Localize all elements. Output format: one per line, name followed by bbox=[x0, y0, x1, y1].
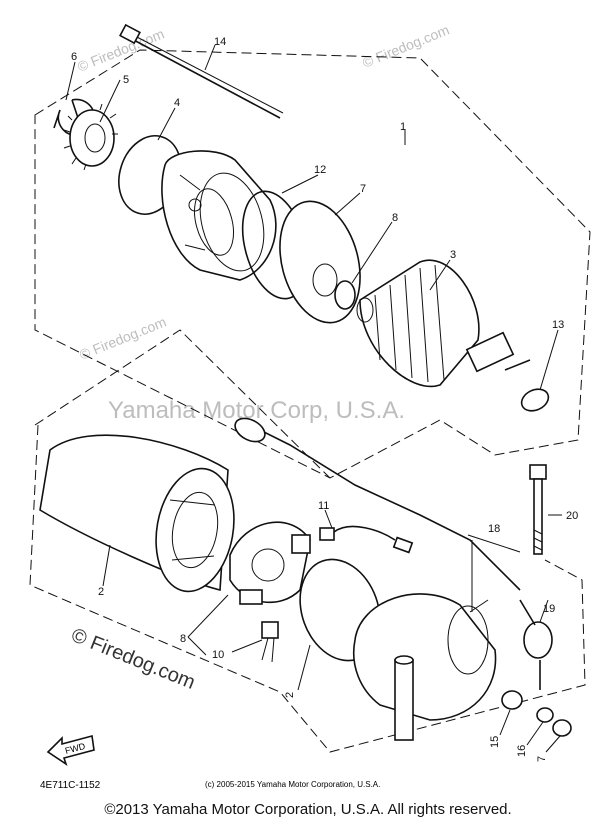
footer-copyright: ©2013 Yamaha Motor Corporation, U.S.A. A… bbox=[104, 801, 512, 818]
callout-11: 11 bbox=[318, 500, 329, 512]
callout-18: 18 bbox=[488, 523, 500, 535]
upper-assembly-outline bbox=[34, 49, 591, 479]
callout-12: 12 bbox=[314, 164, 326, 176]
callout-7b: 7 bbox=[536, 756, 548, 762]
watermark-yamaha: Yamaha Motor Corp, U.S.A. bbox=[108, 397, 405, 424]
callout-13: 13 bbox=[552, 319, 564, 331]
rear-cover bbox=[353, 593, 497, 741]
watermark-firedog: © Firedog.com bbox=[77, 313, 168, 362]
callout-3: 3 bbox=[450, 249, 456, 261]
callout-2b: 2 bbox=[284, 692, 296, 698]
small-copyright: (c) 2005-2015 Yamaha Motor Corporation, … bbox=[205, 780, 380, 789]
front-cover bbox=[161, 150, 277, 281]
drawing-number: 4E711C-1152 bbox=[40, 780, 101, 791]
yoke bbox=[39, 434, 235, 593]
callout-20: 20 bbox=[566, 510, 578, 522]
fwd-arrow: FWD bbox=[46, 734, 95, 766]
terminal-nut-stack bbox=[501, 690, 572, 737]
callout-1: 1 bbox=[400, 121, 406, 133]
brush bbox=[261, 621, 279, 663]
pinion-gear bbox=[63, 103, 118, 171]
mounting-bolt bbox=[529, 464, 547, 555]
callout-19: 19 bbox=[543, 603, 555, 615]
callout-5: 5 bbox=[123, 74, 129, 86]
leader-lines bbox=[65, 44, 562, 753]
callout-7: 7 bbox=[360, 183, 366, 195]
terminal-boot bbox=[519, 599, 553, 690]
callout-6: 6 bbox=[71, 51, 77, 63]
terminal-wire bbox=[319, 525, 414, 554]
callout-2: 2 bbox=[98, 586, 104, 598]
watermark-firedog-large: © Firedog.com bbox=[68, 624, 198, 694]
brush-holder bbox=[229, 521, 311, 605]
callout-8b: 8 bbox=[180, 633, 186, 645]
callout-15: 15 bbox=[489, 736, 501, 748]
watermark-firedog: © Firedog.com bbox=[360, 21, 451, 70]
callout-4: 4 bbox=[174, 97, 180, 109]
thrust-washer bbox=[520, 388, 550, 412]
callout-16: 16 bbox=[516, 745, 528, 757]
part-18-bracket bbox=[467, 534, 521, 613]
callout-14: 14 bbox=[214, 36, 226, 48]
callout-10: 10 bbox=[212, 649, 224, 661]
lead-wire bbox=[234, 417, 521, 591]
through-bolt bbox=[119, 23, 284, 119]
bearing-washer bbox=[334, 280, 356, 310]
lower-assembly-outline bbox=[29, 329, 586, 753]
callout-8: 8 bbox=[392, 212, 398, 224]
armature bbox=[356, 259, 531, 388]
